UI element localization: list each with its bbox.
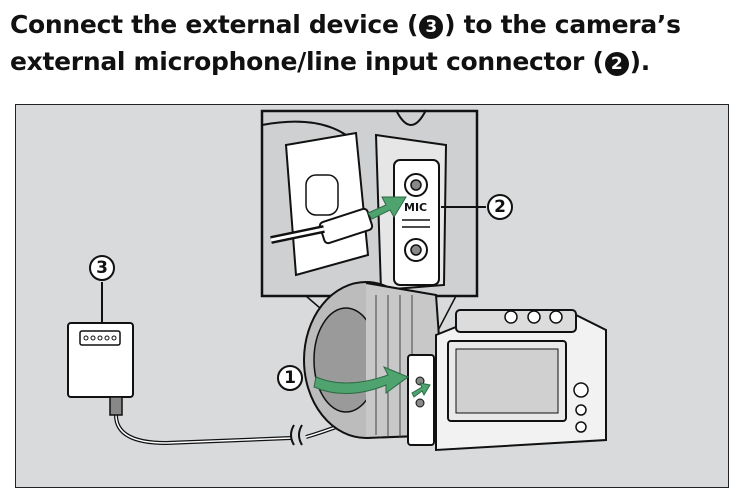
illustration-svg bbox=[67, 109, 607, 452]
instruction-text-3: ). bbox=[629, 47, 651, 76]
callout-external-device: 3 bbox=[89, 255, 115, 281]
device-cable-inner bbox=[115, 414, 292, 444]
device-port-panel bbox=[79, 330, 121, 346]
cable-break bbox=[290, 424, 303, 446]
connection-illustration: 1 2 3 MIC bbox=[15, 104, 729, 488]
device-plug bbox=[109, 396, 123, 416]
ref-device-number: 3 bbox=[419, 15, 444, 39]
inset-plug bbox=[318, 207, 374, 245]
open-cover-arrow bbox=[313, 366, 410, 395]
instruction-heading: Connect the external device (3) to the c… bbox=[10, 6, 735, 80]
ref-connector-number: 2 bbox=[604, 52, 629, 76]
callout-mic-connector: 2 bbox=[487, 194, 513, 220]
instruction-text-1: Connect the external device ( bbox=[10, 10, 419, 39]
connect-arrow bbox=[411, 382, 431, 398]
inset-arrow bbox=[367, 196, 407, 220]
callout-step-1: 1 bbox=[277, 365, 303, 391]
mic-label: MIC bbox=[404, 201, 428, 214]
instruction-text-2: ) to the camera’s external microphone/li… bbox=[10, 10, 681, 76]
